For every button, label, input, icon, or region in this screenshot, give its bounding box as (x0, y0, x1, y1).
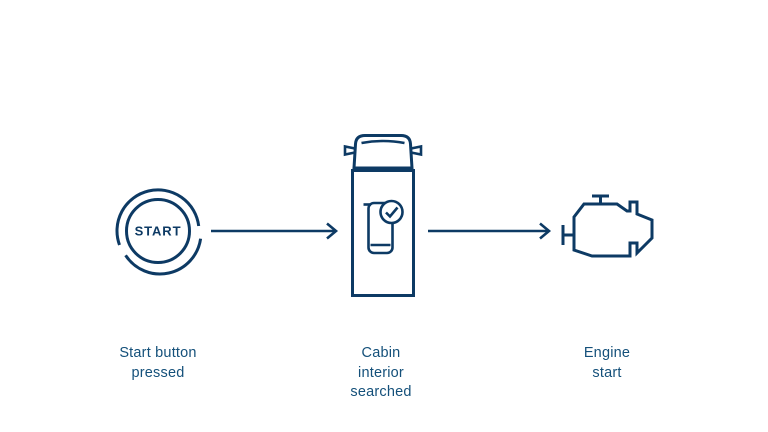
label-line: searched (350, 384, 412, 400)
truck-mirror-right (410, 144, 423, 157)
engine-icon (561, 194, 654, 258)
check-icon (385, 206, 399, 219)
arrow-right-icon (428, 222, 552, 240)
start-button-text: START (135, 224, 182, 239)
label-engine-start: Engine start (532, 344, 682, 383)
label-line: interior (358, 364, 404, 381)
label-line: pressed (131, 364, 185, 381)
truck-body (351, 169, 415, 297)
start-button-arc-top (115, 188, 201, 246)
start-button-circle (125, 198, 191, 264)
truck-cabin-phone-check-icon (343, 134, 423, 297)
label-line: Cabin (361, 345, 401, 361)
arrow-right-icon (211, 222, 339, 240)
label-line: start (592, 364, 622, 381)
check-circle (379, 199, 404, 225)
label-cabin-interior-searched: Cabin interior searched (306, 344, 456, 403)
truck-cab (352, 134, 414, 170)
start-button-arc-bottom (124, 238, 203, 276)
truck-mirror-left (343, 144, 356, 157)
start-button-icon: START (115, 188, 203, 276)
phone-icon (367, 201, 394, 255)
label-start-button-pressed: Start button pressed (83, 344, 233, 383)
truck-roof-line (361, 139, 405, 145)
engine-body (572, 200, 654, 258)
label-line: Engine (583, 345, 631, 361)
label-line: Start button (119, 345, 197, 361)
